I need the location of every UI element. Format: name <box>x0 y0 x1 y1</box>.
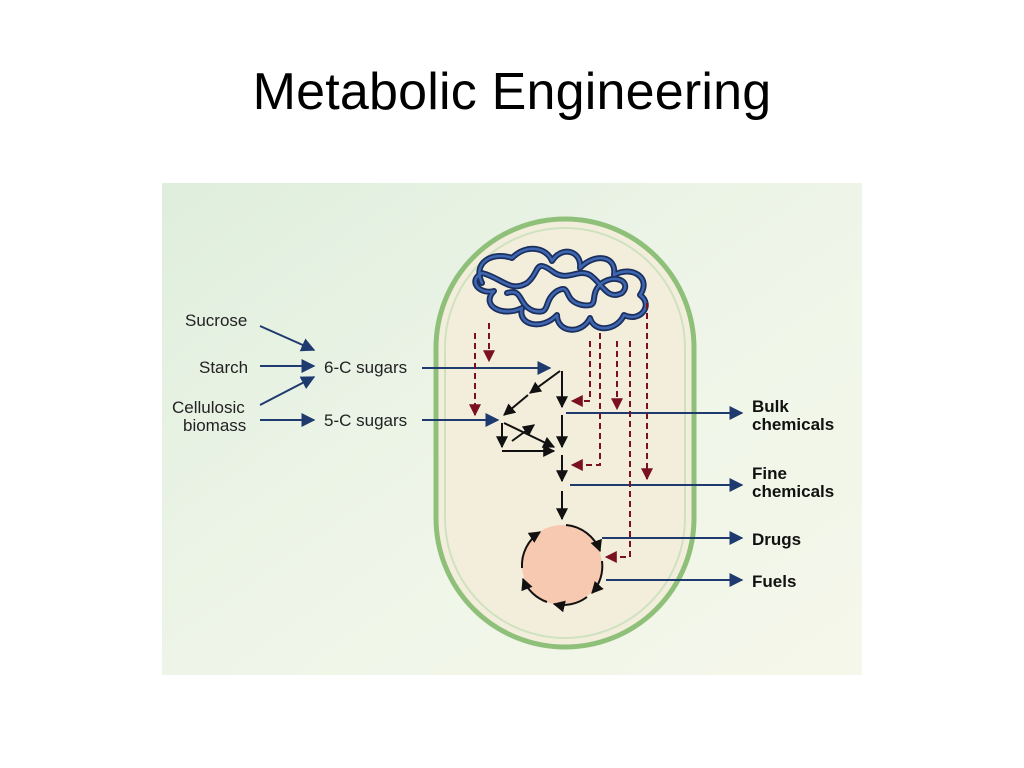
label-drugs: Drugs <box>752 530 801 549</box>
label-fine-chemicals: chemicals <box>752 482 834 501</box>
cell-membrane <box>433 216 697 650</box>
label-starch: Starch <box>199 358 248 377</box>
regulation-arrows <box>469 303 653 563</box>
label-5c-sugars: 5-C sugars <box>324 411 407 430</box>
cycle-arrows <box>520 524 604 613</box>
label-biomass: biomass <box>183 416 246 435</box>
arrow-cellulosic-to-6c <box>259 376 316 406</box>
slide-title: Metabolic Engineering <box>252 63 772 121</box>
cell-inner-wall <box>444 227 686 639</box>
label-fine: Fine <box>752 464 787 483</box>
label-sucrose: Sucrose <box>185 311 247 330</box>
label-6c-sugars: 6-C sugars <box>324 358 407 377</box>
metabolic-network <box>496 370 568 521</box>
label-cellulosic: Cellulosic <box>172 398 245 417</box>
metabolic-cycle <box>522 525 602 605</box>
metabolic-engineering-diagram: Sucrose Starch Cellulosic biomass 6-C su… <box>162 183 862 675</box>
label-bulk-chemicals: chemicals <box>752 415 834 434</box>
label-fuels: Fuels <box>752 572 796 591</box>
arrow-sucrose-to-6c <box>259 325 316 352</box>
label-bulk: Bulk <box>752 397 789 416</box>
